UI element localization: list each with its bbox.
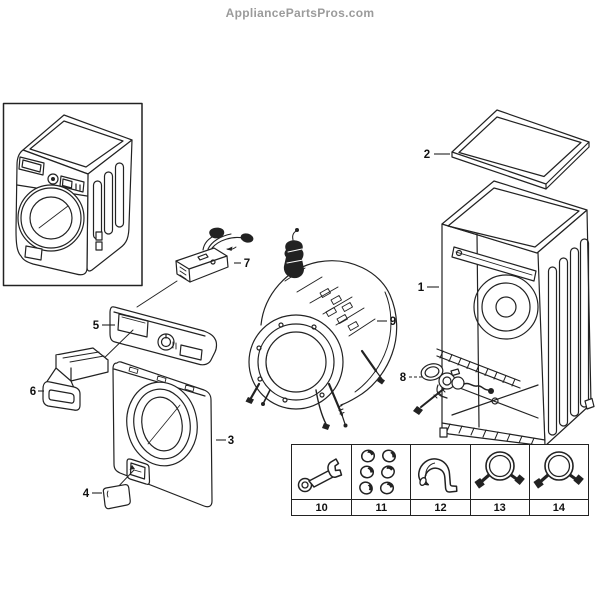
callout-1: 1 xyxy=(418,282,439,294)
wrench-icon xyxy=(292,445,351,499)
access-cover-part xyxy=(102,465,135,510)
parts-table: 10 11 12 13 14 xyxy=(291,444,589,516)
svg-text:9: 9 xyxy=(390,316,396,328)
tub-assembly-part xyxy=(245,228,398,430)
front-panel-part xyxy=(112,361,213,508)
svg-text:7: 7 xyxy=(244,258,250,270)
svg-text:8: 8 xyxy=(400,372,407,384)
callout-6: 6 xyxy=(30,386,44,398)
drain-pump-part xyxy=(413,363,494,415)
parts-table-number-10: 10 xyxy=(292,499,352,515)
callout-3: 3 xyxy=(216,435,234,447)
callout-8: 8 xyxy=(400,372,423,384)
callouts: 1 2 3 4 5 6 7 xyxy=(30,149,450,500)
callout-9: 9 xyxy=(377,316,396,328)
parts-table-number-13: 13 xyxy=(469,499,529,515)
assembled-washer-inset xyxy=(2,102,143,287)
parts-table-number-12: 12 xyxy=(410,499,470,515)
parts-table-number-11: 11 xyxy=(351,499,411,515)
cabinet-frame-part xyxy=(436,180,595,447)
svg-text:2: 2 xyxy=(424,149,430,161)
svg-text:4: 4 xyxy=(83,488,90,500)
top-plate-part xyxy=(451,109,590,190)
inlet-hose-icon xyxy=(469,445,529,499)
control-panel-part xyxy=(95,306,218,367)
parts-table-number-14: 14 xyxy=(528,499,588,515)
callout-5: 5 xyxy=(93,320,115,332)
inlet-hose-icon xyxy=(528,445,588,499)
drain-hose-icon xyxy=(410,445,469,499)
svg-text:1: 1 xyxy=(418,282,425,294)
bolt-caps-icon xyxy=(351,445,410,499)
callout-4: 4 xyxy=(83,488,102,500)
site-watermark: AppliancePartsPros.com xyxy=(225,6,375,20)
svg-text:5: 5 xyxy=(93,320,100,332)
noise-filter-part xyxy=(136,227,254,308)
dispenser-drawer-part xyxy=(42,347,109,411)
svg-text:3: 3 xyxy=(228,435,234,447)
svg-text:6: 6 xyxy=(30,386,36,398)
washer-illustration xyxy=(15,114,133,276)
callout-7: 7 xyxy=(234,258,250,270)
callout-2: 2 xyxy=(424,149,450,161)
